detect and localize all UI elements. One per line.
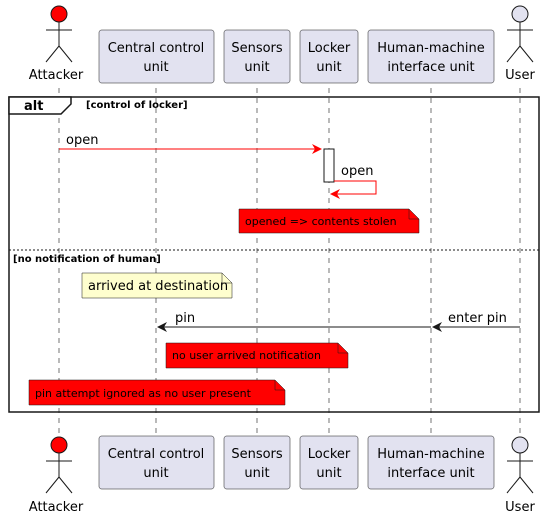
note-no-user-arrived-text: no user arrived notification [172, 349, 321, 362]
participant-hmi-unit-top: Human-machine interface unit [367, 29, 495, 84]
hmi-label-line1: Human-machine [377, 41, 484, 56]
locker-label-line1: Locker [308, 41, 351, 56]
alt-fragment: alt [control of locker] [no notification… [8, 96, 540, 413]
actor-user-top: User [505, 5, 535, 83]
user-bottom-label: User [505, 500, 535, 515]
message-open-label: open [66, 133, 98, 148]
actor-user-bottom: User [505, 436, 535, 515]
hmi-bottom-label-line1: Human-machine [377, 447, 484, 462]
alt-guard-control-of-locker: [control of locker] [86, 100, 188, 111]
ccu-label-line1: Central control [108, 41, 205, 56]
sensors-bottom-label-line1: Sensors [231, 447, 283, 462]
locker-activation [323, 148, 335, 183]
sensors-label-line1: Sensors [231, 41, 283, 56]
sensors-label-line2: unit [244, 60, 269, 75]
message-pin: pin [157, 311, 431, 332]
locker-bottom-label-line2: unit [316, 466, 341, 481]
lifelines [58, 88, 521, 436]
ccu-bottom-label-line1: Central control [108, 447, 205, 462]
locker-label-line2: unit [316, 60, 341, 75]
participant-central-control-unit-top: Central control unit [98, 29, 215, 84]
message-open-self: open [330, 164, 377, 199]
actor-attacker-bottom: Attacker [29, 436, 84, 515]
attacker-bottom-label: Attacker [29, 500, 84, 515]
message-enter-pin: enter pin [432, 311, 520, 332]
participant-central-control-unit-bottom: Central control unit [98, 435, 215, 490]
attacker-label: Attacker [29, 68, 84, 83]
note-arrived-text: arrived at destination [88, 279, 228, 294]
message-enter-pin-label: enter pin [448, 311, 507, 326]
participant-locker-unit-bottom: Locker unit [299, 435, 359, 490]
ccu-bottom-label-line2: unit [143, 466, 168, 481]
note-arrived-at-destination: arrived at destination [81, 272, 233, 299]
user-bottom-icon [506, 436, 534, 494]
participant-sensors-unit-bottom: Sensors unit [223, 435, 291, 490]
alt-guard-no-notification: [no notification of human] [13, 254, 161, 265]
message-open-attacker-to-locker: open [59, 133, 322, 154]
ccu-label-line2: unit [143, 60, 168, 75]
locker-bottom-label-line1: Locker [308, 447, 351, 462]
sensors-bottom-label-line2: unit [244, 466, 269, 481]
attacker-bottom-icon [45, 436, 73, 494]
hmi-bottom-label-line2: interface unit [387, 466, 474, 481]
attacker-icon [45, 5, 73, 63]
participant-locker-unit-top: Locker unit [299, 29, 359, 84]
actor-attacker-top: Attacker [29, 5, 84, 83]
hmi-label-line2: interface unit [387, 60, 474, 75]
participant-hmi-unit-bottom: Human-machine interface unit [367, 435, 495, 490]
message-pin-label: pin [175, 311, 195, 326]
note-no-user-arrived: no user arrived notification [165, 342, 349, 369]
user-icon [506, 5, 534, 63]
participant-sensors-unit-top: Sensors unit [223, 29, 291, 84]
note-contents-stolen-text: opened => contents stolen [245, 215, 397, 228]
note-contents-stolen: opened => contents stolen [238, 208, 420, 234]
note-pin-ignored-text: pin attempt ignored as no user present [35, 387, 252, 400]
message-open-self-label: open [341, 164, 373, 179]
alt-keyword: alt [24, 99, 43, 114]
note-pin-attempt-ignored: pin attempt ignored as no user present [28, 379, 286, 406]
user-label: User [505, 68, 535, 83]
